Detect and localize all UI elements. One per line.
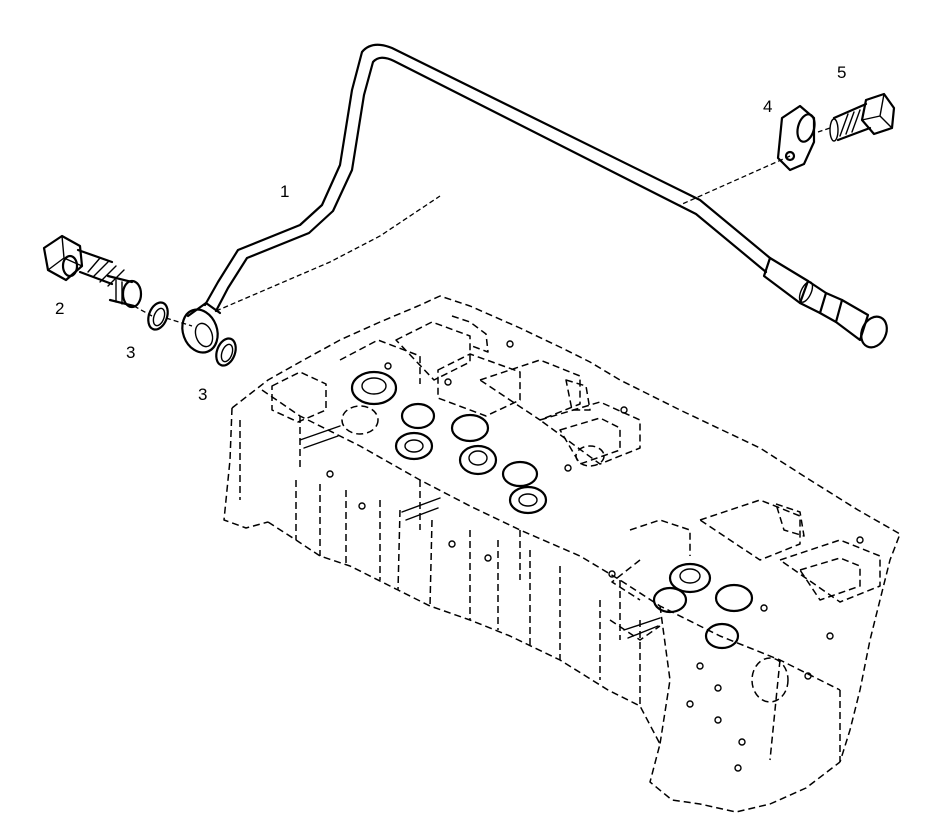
callout-3-left: 3 — [126, 343, 135, 362]
sealing-washer-left — [147, 301, 169, 331]
cylinder-head-outline — [223, 295, 901, 813]
callout-3-right: 3 — [198, 385, 207, 404]
callout-2: 2 — [55, 299, 64, 318]
callout-5: 5 — [837, 63, 846, 82]
clamp-screw — [817, 92, 896, 142]
oil-pipe — [181, 43, 888, 354]
sealing-washer-right — [215, 337, 237, 367]
pipe-clamp — [679, 104, 816, 206]
leader-lines — [133, 195, 441, 327]
callout-4: 4 — [763, 97, 772, 116]
callout-1: 1 — [280, 182, 289, 201]
banjo-bolt — [42, 234, 143, 309]
